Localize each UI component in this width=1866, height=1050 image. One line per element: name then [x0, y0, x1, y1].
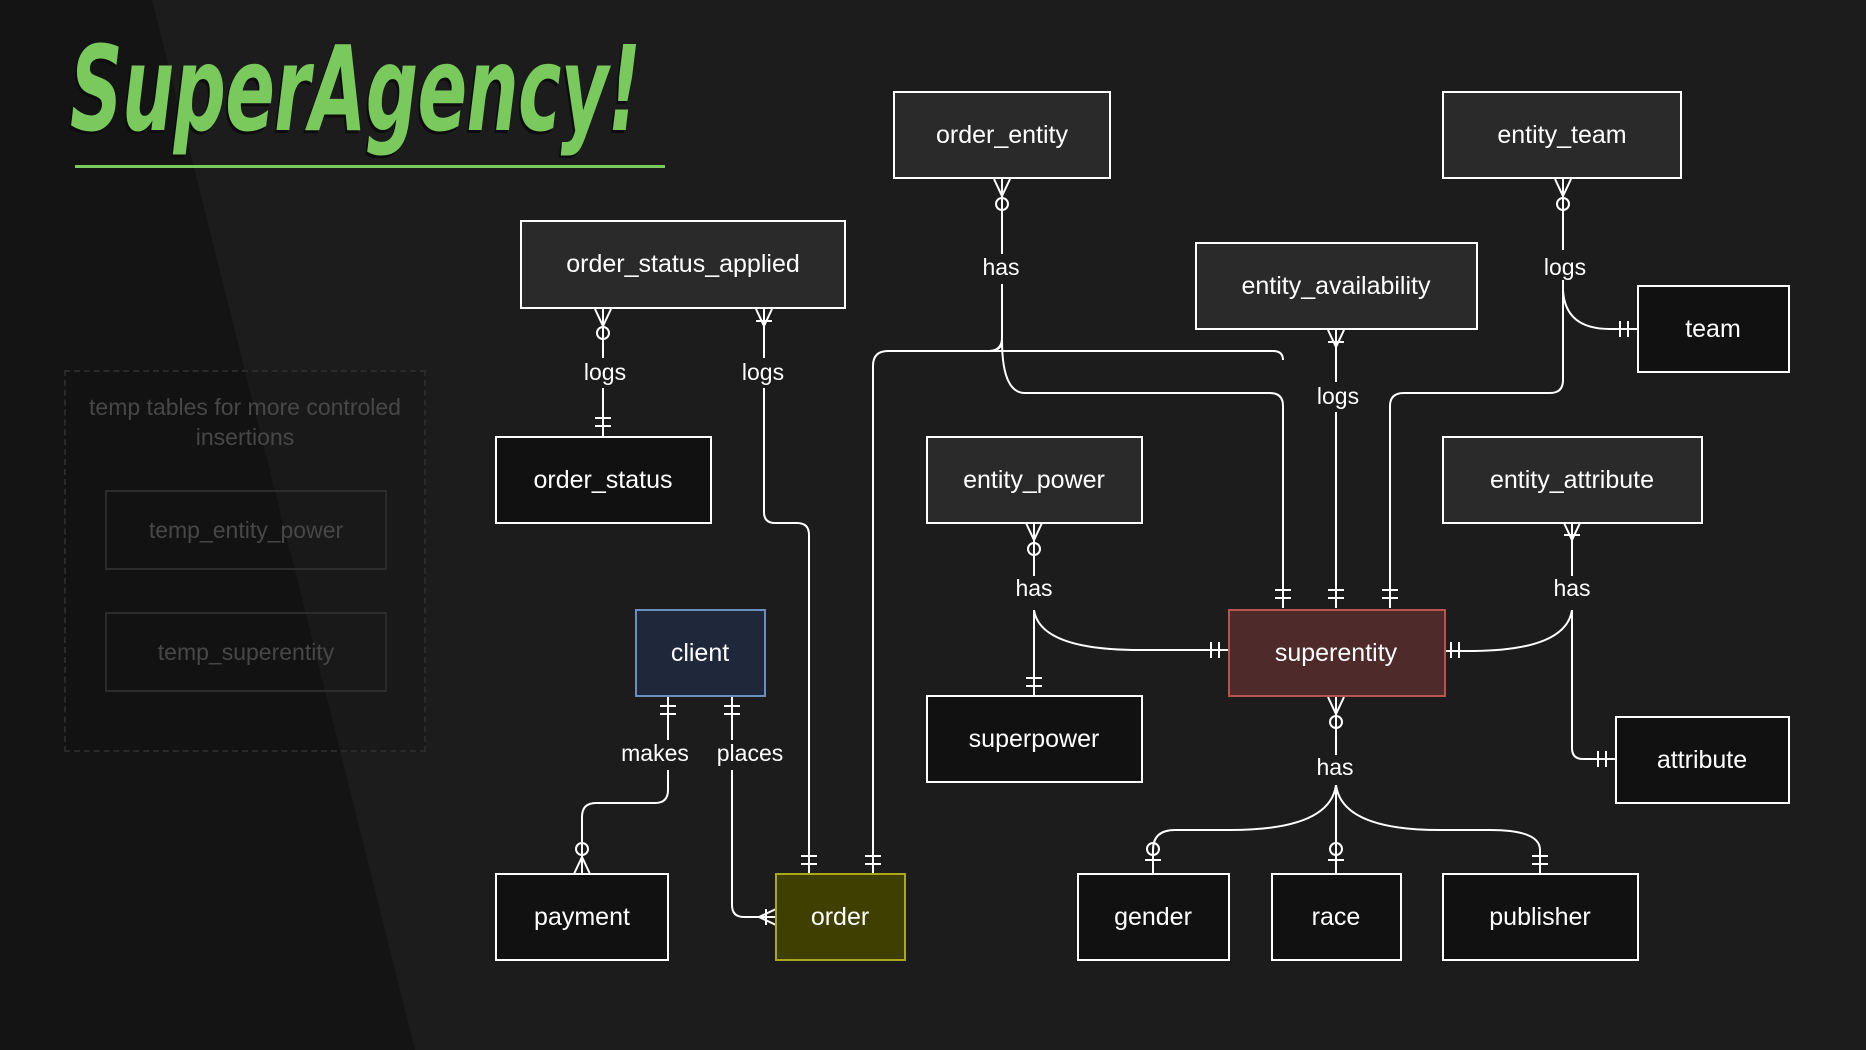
entity-label: entity_team: [1497, 121, 1626, 149]
entity-attribute[interactable]: attribute: [1615, 716, 1790, 804]
entity-temp-entity-power[interactable]: temp_entity_power: [105, 490, 387, 570]
entity-order-entity[interactable]: order_entity: [893, 91, 1111, 179]
entity-boxes: order_entity entity_team order_status_ap…: [495, 91, 1790, 961]
label-availability-logs: logs: [1317, 383, 1359, 409]
relationship-labels: has logs logs logs logs has has makes pl…: [575, 250, 1600, 785]
entity-label: order_status_applied: [566, 250, 800, 278]
entity-team[interactable]: team: [1637, 285, 1790, 373]
entity-label: entity_power: [963, 466, 1105, 494]
entity-label: entity_availability: [1242, 272, 1431, 300]
entity-label: order: [811, 903, 869, 931]
label-entity-team-logs: logs: [1544, 254, 1586, 280]
entity-label: attribute: [1657, 746, 1747, 774]
entity-label: order_entity: [936, 121, 1069, 149]
entity-order-status-applied[interactable]: order_status_applied: [520, 220, 846, 309]
relationship-lines: [581, 179, 1638, 918]
entity-payment[interactable]: payment: [495, 873, 669, 961]
relationship-markers: [573, 178, 1629, 926]
temp-group-caption: temp tables for more controled insertion…: [89, 394, 401, 450]
entity-label: superentity: [1275, 639, 1398, 667]
entity-entity-power[interactable]: entity_power: [926, 436, 1143, 524]
label-superentity-has: has: [1316, 754, 1353, 780]
label-order-entity-has: has: [982, 254, 1019, 280]
label-entity-attribute-has: has: [1553, 575, 1590, 601]
entity-label: client: [671, 639, 729, 667]
temp-tables-group: temp tables for more controled insertion…: [64, 370, 426, 752]
label-entity-power-has: has: [1015, 575, 1052, 601]
label-osa-logs-status: logs: [584, 359, 626, 385]
entity-label: race: [1312, 903, 1361, 931]
entity-label: gender: [1114, 903, 1192, 931]
app-logo: SuperAgency!: [70, 20, 641, 158]
entity-order-status[interactable]: order_status: [495, 436, 712, 524]
label-client-places: places: [717, 740, 783, 766]
entity-label: entity_attribute: [1490, 466, 1654, 494]
label-client-makes: makes: [621, 740, 689, 766]
entity-entity-availability[interactable]: entity_availability: [1195, 242, 1478, 330]
entity-race[interactable]: race: [1271, 873, 1402, 961]
entity-label: team: [1685, 315, 1741, 343]
entity-publisher[interactable]: publisher: [1442, 873, 1639, 961]
label-osa-logs-order: logs: [742, 359, 784, 385]
entity-superentity[interactable]: superentity: [1228, 609, 1446, 697]
entity-superpower[interactable]: superpower: [926, 695, 1143, 783]
entity-gender[interactable]: gender: [1077, 873, 1230, 961]
entity-label: payment: [534, 903, 630, 931]
entity-label: superpower: [969, 725, 1100, 753]
entity-entity-team[interactable]: entity_team: [1442, 91, 1682, 179]
logo-underline: [75, 165, 665, 168]
entity-temp-superentity[interactable]: temp_superentity: [105, 612, 387, 692]
entity-label: publisher: [1489, 903, 1590, 931]
entity-entity-attribute[interactable]: entity_attribute: [1442, 436, 1703, 524]
entity-client[interactable]: client: [635, 609, 766, 697]
entity-order[interactable]: order: [775, 873, 906, 961]
entity-label: order_status: [534, 466, 673, 494]
